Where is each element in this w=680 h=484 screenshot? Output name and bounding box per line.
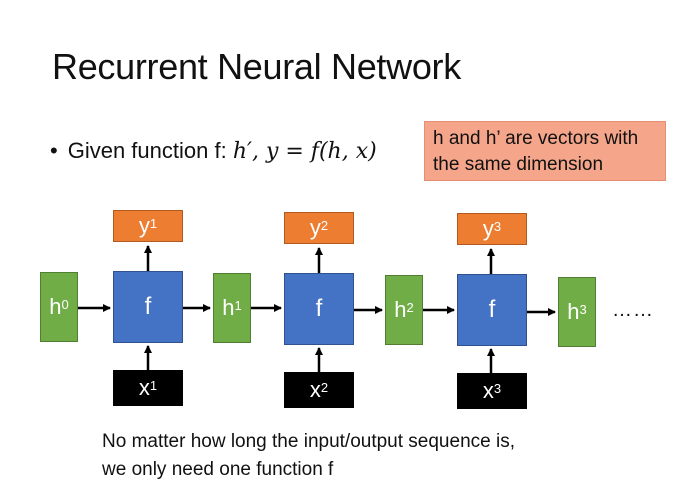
note-line-2: the same dimension	[433, 154, 604, 175]
slide-title: Recurrent Neural Network	[52, 46, 461, 87]
continuation-dots: ……	[612, 299, 654, 321]
arrow-layer	[78, 245, 556, 373]
function-box-1: f	[113, 271, 183, 343]
function-box-2: f	[284, 273, 354, 345]
caption-line-2: we only need one function f	[102, 459, 334, 480]
bullet-given-function: • Given function f: h′, y = f(h, x)	[50, 138, 377, 164]
note-box: h and h’ are vectors with the same dimen…	[424, 121, 666, 181]
bullet-text: Given function f:	[67, 138, 227, 163]
bullet-marker: •	[50, 138, 58, 163]
bullet-formula: h′, y = f(h, x)	[232, 139, 377, 164]
function-box-3: f	[457, 274, 527, 346]
caption: No matter how long the input/output sequ…	[102, 428, 515, 484]
caption-line-1: No matter how long the input/output sequ…	[102, 431, 515, 452]
note-line-1: h and h’ are vectors with	[433, 128, 639, 149]
